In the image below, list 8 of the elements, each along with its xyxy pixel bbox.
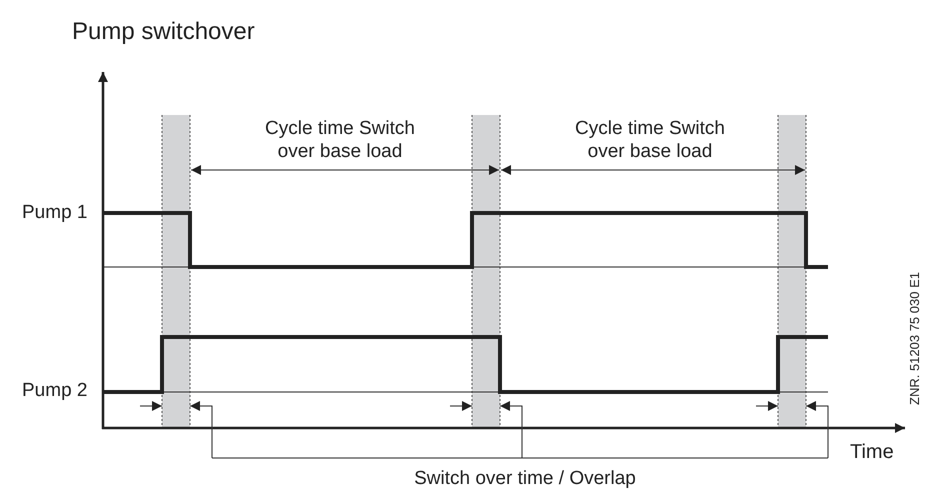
- drawing-number: ZNR. 51203 75 030 E1: [907, 272, 923, 405]
- dimension-label: Cycle time Switch over base load: [574, 117, 726, 163]
- signal-label: Pump 2: [22, 379, 88, 402]
- dimension-label: Cycle time Switch over base load: [264, 117, 416, 163]
- dimension-label: Switch over time / Overlap: [413, 467, 637, 490]
- signal-label: Pump 1: [22, 201, 88, 224]
- axis-label: Time: [850, 441, 894, 464]
- diagram-title: Pump switchover: [72, 18, 255, 46]
